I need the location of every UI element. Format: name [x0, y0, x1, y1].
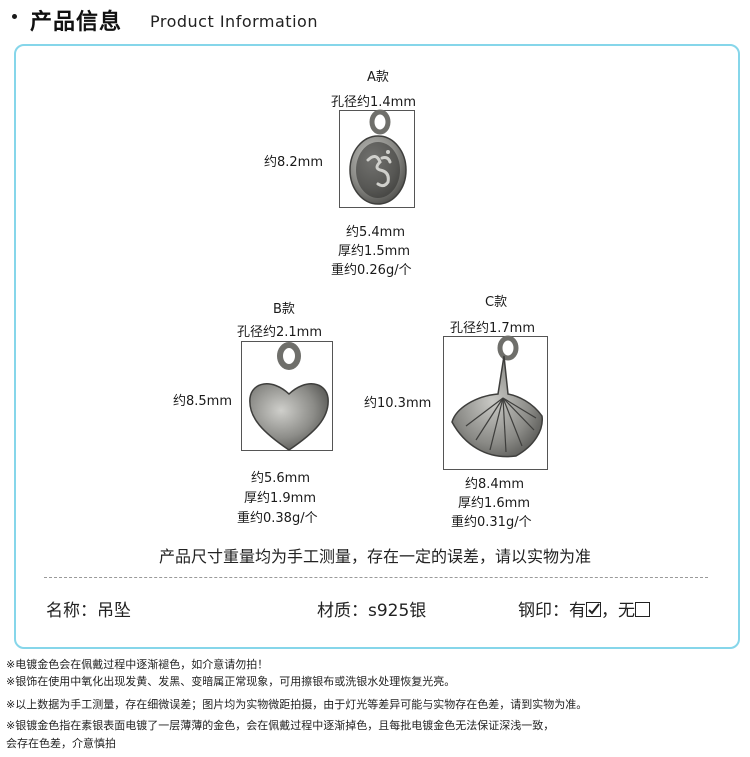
item-c-measure-frame — [443, 336, 548, 470]
section-subtitle: Product Information — [150, 12, 318, 31]
item-c-weight: 重约0.31g/个 — [451, 515, 532, 530]
item-c-thickness: 厚约1.6mm — [458, 496, 531, 511]
dashed-divider — [44, 577, 708, 578]
note-line-3: ※以上数据为手工测量，存在细微误差；图片均为实物微距拍摄，由于灯光等差异可能与实… — [6, 698, 588, 711]
note-line-2: ※银饰在使用中氧化出现发黄、发黑、变暗属正常现象，可用擦银布或洗银水处理恢复光亮… — [6, 675, 456, 688]
unchecked-box-icon — [635, 602, 650, 617]
item-a-name: A款 — [367, 70, 389, 85]
item-b-measure-frame — [241, 341, 333, 451]
item-b-name: B款 — [273, 302, 295, 317]
item-b-width: 约5.6mm — [251, 471, 311, 486]
item-b-thickness: 厚约1.9mm — [244, 491, 317, 506]
bullet-dot — [12, 14, 17, 19]
item-c-height: 约10.3mm — [364, 396, 432, 411]
stamp-label: 钢印：有 — [518, 601, 586, 621]
note-line-5: 会存在色差，介意慎拍 — [6, 737, 116, 750]
product-stamp: 钢印：有 ，无 — [518, 596, 650, 621]
item-b-weight: 重约0.38g/个 — [237, 511, 318, 526]
item-a-height: 约8.2mm — [264, 155, 324, 170]
section-title: 产品信息 — [30, 10, 123, 35]
pendant-c-image — [451, 335, 543, 458]
product-material: 材质：s925银 — [317, 601, 427, 621]
pendant-a-image — [349, 109, 407, 205]
item-b-hole: 孔径约2.1mm — [237, 325, 323, 340]
item-a-thickness: 厚约1.5mm — [338, 244, 411, 259]
checked-box-icon — [586, 602, 601, 617]
stamp-none-label: ，无 — [601, 601, 635, 621]
item-a-width: 约5.4mm — [346, 225, 406, 240]
item-a-hole: 孔径约1.4mm — [331, 95, 417, 110]
measurement-disclaimer: 产品尺寸重量均为手工测量，存在一定的误差，请以实物为准 — [158, 547, 591, 566]
note-line-1: ※电镀金色会在佩戴过程中逐渐褪色，如介意请勿拍！ — [6, 658, 269, 671]
item-c-hole: 孔径约1.7mm — [450, 321, 536, 336]
item-b-height: 约8.5mm — [173, 394, 233, 409]
pendant-b-image — [249, 342, 329, 451]
note-line-4: ※银镀金色指在素银表面电镀了一层薄薄的金色，会在佩戴过程中逐渐掉色，且每批电镀金… — [6, 719, 555, 732]
item-c-width: 约8.4mm — [465, 477, 525, 492]
product-name: 名称：吊坠 — [46, 601, 131, 621]
section-header: 产品信息 Product Information — [0, 0, 750, 40]
item-a-weight: 重约0.26g/个 — [331, 263, 412, 278]
item-c-name: C款 — [485, 295, 508, 310]
